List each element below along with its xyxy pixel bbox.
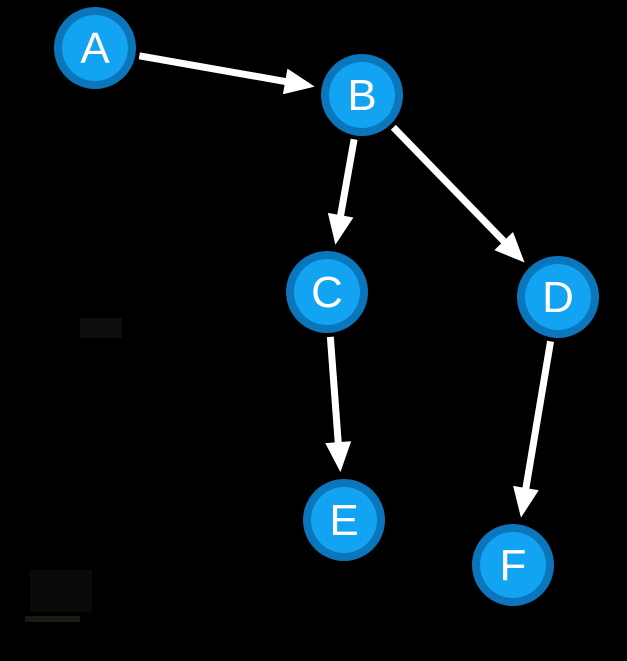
node-fill [480, 532, 546, 598]
edge-B-C [327, 138, 358, 245]
node-label: D [542, 273, 574, 322]
node-A[interactable]: A [54, 7, 136, 89]
arrow-shaft [326, 336, 342, 447]
node-fill [294, 259, 360, 325]
arrow-shaft [521, 340, 555, 493]
arrow-head-icon [513, 485, 539, 518]
node-label: A [80, 24, 110, 73]
arrow-head-icon [494, 231, 525, 263]
node-F[interactable]: F [472, 524, 554, 606]
node-label: F [500, 541, 527, 590]
arrow-head-icon [327, 212, 354, 245]
node-B[interactable]: B [321, 54, 403, 136]
node-label: B [347, 71, 376, 120]
edges-layer [138, 52, 555, 518]
arrow-head-icon [325, 441, 352, 473]
node-fill [525, 264, 591, 330]
arrow-shaft [390, 124, 509, 247]
node-fill [329, 62, 395, 128]
node-fill [62, 15, 128, 81]
edge-A-B [138, 52, 315, 95]
node-fill [311, 487, 377, 553]
arrow-shaft [336, 138, 358, 220]
node-D[interactable]: D [517, 256, 599, 338]
node-label: C [311, 268, 343, 317]
nodes-layer: A B C D E F [54, 7, 599, 606]
node-label: E [329, 496, 358, 545]
arrow-head-icon [282, 68, 315, 95]
edge-D-F [513, 340, 555, 518]
arrow-shaft [138, 52, 290, 86]
edge-B-D [390, 124, 525, 263]
node-E[interactable]: E [303, 479, 385, 561]
node-C[interactable]: C [286, 251, 368, 333]
edge-C-E [325, 336, 352, 473]
